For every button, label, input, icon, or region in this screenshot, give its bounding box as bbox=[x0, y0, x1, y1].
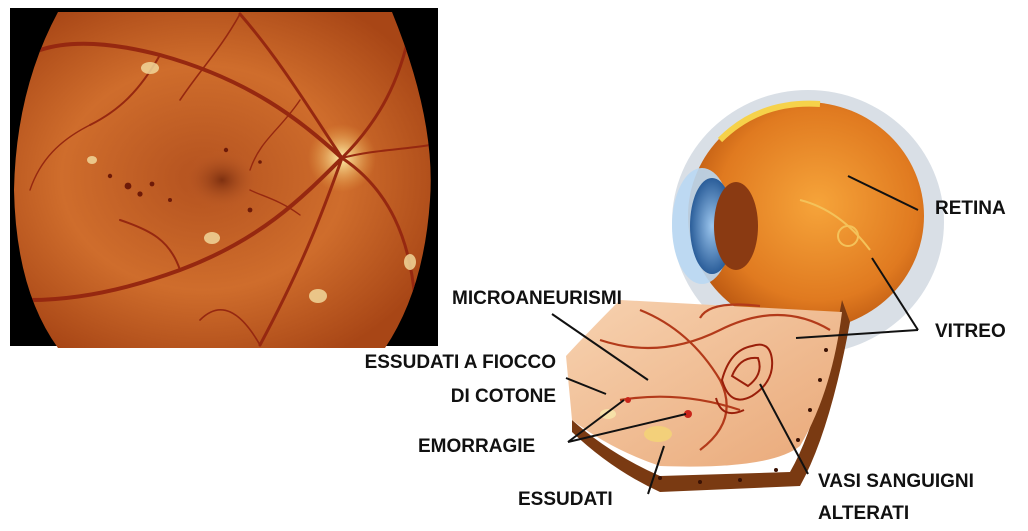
fundus-photo bbox=[10, 8, 438, 348]
macula bbox=[184, 150, 260, 210]
slab-top-surface bbox=[566, 300, 842, 467]
label-vitreo: VITREO bbox=[935, 321, 1006, 343]
label-retina: RETINA bbox=[935, 198, 1006, 220]
label-vasi-line2: ALTERATI bbox=[818, 503, 909, 525]
label-vasi-line1: VASI SANGUIGNI bbox=[818, 471, 974, 493]
label-essudati-fiocco-line1: ESSUDATI A FIOCCO bbox=[340, 352, 556, 374]
label-essudati-fiocco-line2: DI COTONE bbox=[340, 386, 556, 408]
retina-cross-section bbox=[566, 300, 850, 492]
label-microaneurismi: MICROANEURISMI bbox=[452, 288, 622, 310]
label-emorragie: EMORRAGIE bbox=[418, 436, 535, 458]
label-essudati: ESSUDATI bbox=[518, 489, 613, 511]
lens bbox=[714, 182, 758, 270]
